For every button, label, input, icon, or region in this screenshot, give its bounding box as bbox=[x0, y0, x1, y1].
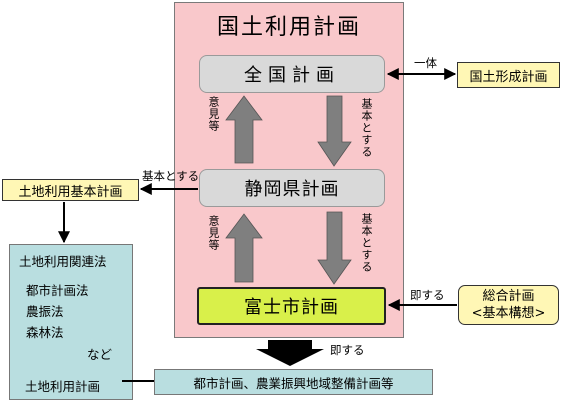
sokusuru-label: 即する bbox=[410, 288, 445, 302]
law-item: 森林法 bbox=[26, 325, 64, 340]
related-laws-box: 土地利用関連法 都市計画法 農振法 森林法 など 土地利用計画 bbox=[9, 244, 133, 400]
basis-label: 基本とする bbox=[360, 213, 373, 273]
downward-arrow bbox=[317, 95, 352, 167]
comprehensive-plan-subtitle: <基本構想> bbox=[471, 306, 546, 321]
national-plan-box: 全国計画 bbox=[199, 55, 385, 93]
etc-label: など bbox=[87, 347, 113, 362]
upward-arrow bbox=[225, 95, 263, 164]
basis-label: 基本とする bbox=[360, 98, 373, 158]
land-use-plan-label: 土地利用計画 bbox=[25, 379, 101, 394]
black-down-arrow bbox=[256, 340, 324, 366]
city-planning-box: 都市計画、農業振興地域整備計画等 bbox=[154, 369, 433, 395]
downward-arrow bbox=[317, 211, 352, 285]
land-formation-plan-box: 国土形成計画 bbox=[457, 62, 560, 88]
kihon-label: 基本とする bbox=[142, 169, 200, 183]
opinion-label: 意見等 bbox=[207, 215, 220, 251]
bottom-sokusuru-label: 即する bbox=[330, 343, 365, 357]
ittai-label: 一体 bbox=[414, 56, 437, 70]
law-item: 都市計画法 bbox=[26, 283, 89, 298]
comprehensive-plan-title: 総合計画 bbox=[482, 289, 535, 304]
prefecture-plan-box: 静岡県計画 bbox=[199, 169, 385, 207]
land-basic-plan-box: 土地利用基本計画 bbox=[2, 179, 139, 201]
opinion-label: 意見等 bbox=[207, 96, 220, 132]
comprehensive-plan-box: 総合計画 <基本構想> bbox=[458, 285, 559, 325]
city-plan-box: 富士市計画 bbox=[197, 287, 386, 325]
related-laws-title: 土地利用関連法 bbox=[19, 254, 107, 269]
upward-arrow bbox=[225, 213, 263, 283]
panel-title: 国土利用計画 bbox=[216, 15, 361, 40]
law-item: 農振法 bbox=[26, 304, 64, 319]
